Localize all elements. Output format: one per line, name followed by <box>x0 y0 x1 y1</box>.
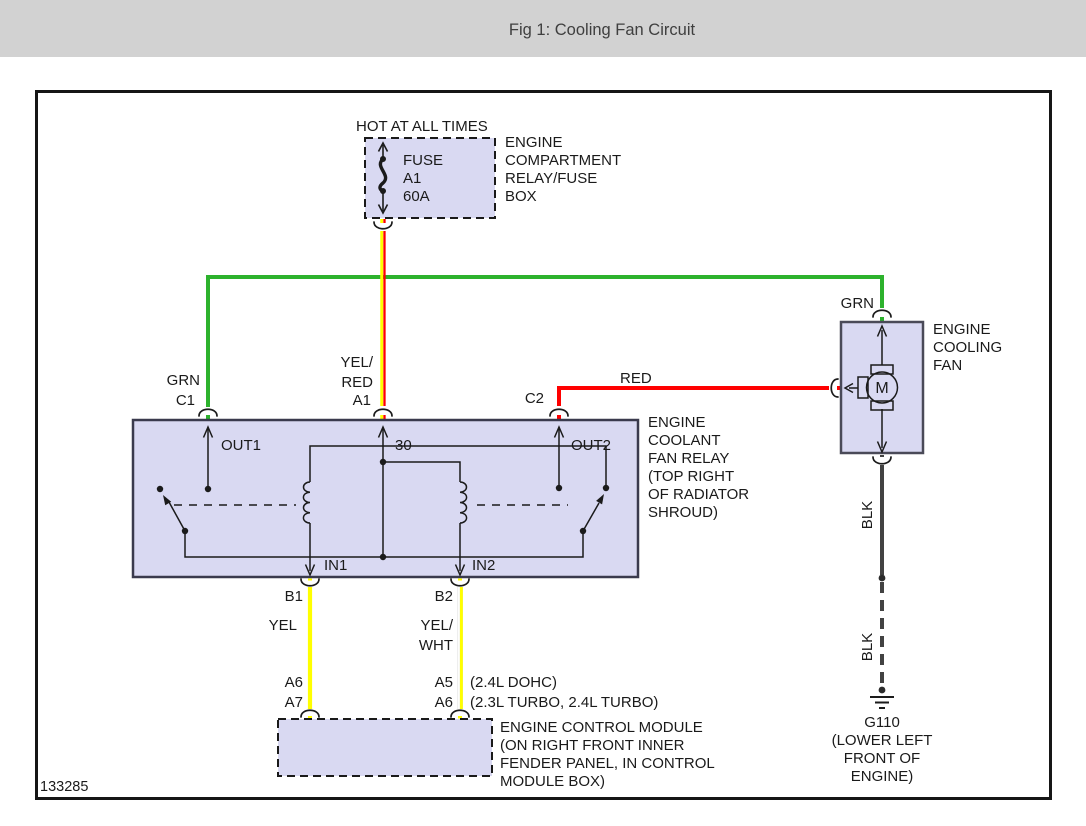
relay-terminal-in2-label: IN2 <box>472 557 495 574</box>
fan-box: M <box>839 320 925 455</box>
relay-switch-right <box>582 502 600 532</box>
relay-terminal-30-label: 30 <box>395 437 412 454</box>
wire-blk <box>870 455 894 709</box>
fan-label-line-0: ENGINE <box>933 321 991 338</box>
connector-b2-icon <box>450 578 470 587</box>
fuse-label-line-0: FUSE <box>403 152 443 169</box>
fuse-node-dot <box>380 156 386 162</box>
ecm-box-rect <box>277 718 493 777</box>
fuse-box: FUSE A1 60A <box>364 137 496 219</box>
fuse-label-line-1: A1 <box>403 170 421 187</box>
ground-label: G110 (LOWER LEFT FRONT OF ENGINE) <box>832 714 933 785</box>
wire-red-label: RED <box>620 370 652 387</box>
wire-blk-lower-label: BLK <box>859 633 876 661</box>
fuse-box-label: ENGINE COMPARTMENT RELAY/FUSE BOX <box>505 134 621 205</box>
fusebox-label-line-3: BOX <box>505 188 537 205</box>
wire-grn-right-label: GRN <box>841 295 874 312</box>
connector-fuse-out-icon <box>373 221 393 230</box>
wire-yelred-label-0: YEL/ <box>340 354 373 371</box>
pin-ecm-right-1: A6 <box>435 694 453 711</box>
relay-label-line-5: SHROUD) <box>648 504 718 521</box>
relay-label-line-2: FAN RELAY <box>648 450 729 467</box>
connector-fan-top-icon <box>872 309 892 318</box>
relay-junction-dots <box>156 458 610 561</box>
pin-ecm-left-1: A7 <box>285 694 303 711</box>
motor-letter: M <box>875 380 888 397</box>
blk-ground-dot <box>878 686 886 694</box>
relay-label-line-1: COOLANT <box>648 432 721 449</box>
relay-label-line-4: OF RADIATOR <box>648 486 749 503</box>
connector-c2-icon <box>549 408 569 417</box>
connector-a1-icon <box>373 408 393 417</box>
wire-yelwht-label-0: YEL/ <box>420 617 453 634</box>
ecm-label: ENGINE CONTROL MODULE (ON RIGHT FRONT IN… <box>500 719 715 790</box>
fusebox-label-line-1: COMPARTMENT <box>505 152 621 169</box>
pin-note-1: (2.3L TURBO, 2.4L TURBO) <box>470 694 658 711</box>
ground-label-line-0: (LOWER LEFT <box>832 732 933 749</box>
pin-c1-label: C1 <box>176 392 195 409</box>
ground-label-line-1: FRONT OF <box>844 750 920 767</box>
connector-ecm-right-icon <box>450 709 470 718</box>
connector-b1-icon <box>300 578 320 587</box>
wire-yelred-label-1: RED <box>341 374 373 391</box>
relay-switch-right-arrow <box>596 494 604 505</box>
pin-ecm-right-0: A5 <box>435 674 453 691</box>
pin-ecm-left-0: A6 <box>285 674 303 691</box>
fuse-label-line-2: 60A <box>403 188 430 205</box>
pin-note-0: (2.4L DOHC) <box>470 674 557 691</box>
wire-yelwht-label-1: WHT <box>419 637 453 654</box>
wire-grn-path <box>206 275 884 407</box>
relay-switch-left-arrow <box>163 495 172 506</box>
wire-yel-label: YEL <box>269 617 297 634</box>
fuse-node-dot <box>380 188 386 194</box>
pin-b1-label: B1 <box>285 588 303 605</box>
wire-grn-left-label: GRN <box>167 372 200 389</box>
connector-fan-motor-icon <box>830 378 839 398</box>
ecm-label-line-2: FENDER PANEL, IN CONTROL <box>500 755 715 772</box>
relay-label-line-3: (TOP RIGHT <box>648 468 734 485</box>
fan-label: ENGINE COOLING FAN <box>933 321 1002 374</box>
fan-label-line-1: COOLING <box>933 339 1002 356</box>
ecm-label-line-3: MODULE BOX) <box>500 773 605 790</box>
blk-splice-dot <box>878 574 886 582</box>
motor-icon <box>843 324 899 454</box>
pin-c2-label: C2 <box>525 390 544 407</box>
fusebox-label-line-0: ENGINE <box>505 134 563 151</box>
wire-yel-wht <box>457 578 463 719</box>
figure-title: Fig 1: Cooling Fan Circuit <box>509 21 696 39</box>
fan-label-line-2: FAN <box>933 357 962 374</box>
relay-label-line-0: ENGINE <box>648 414 706 431</box>
connector-ecm-left-icon <box>300 709 320 718</box>
relay-coil-1 <box>302 481 311 524</box>
wire-yel-red <box>380 219 386 420</box>
figure-number: 133285 <box>40 779 88 795</box>
ecm-box <box>277 718 493 777</box>
relay-terminal-out2-label: OUT2 <box>571 437 611 454</box>
hot-at-all-times-label: HOT AT ALL TIMES <box>356 118 488 135</box>
relay-label: ENGINE COOLANT FAN RELAY (TOP RIGHT OF R… <box>648 414 749 521</box>
fusebox-label-line-2: RELAY/FUSE <box>505 170 597 187</box>
connector-c1-icon <box>198 408 218 417</box>
relay-switch-left <box>168 501 186 532</box>
relay-terminal-in1-label: IN1 <box>324 557 347 574</box>
pin-a1-label: A1 <box>353 392 371 409</box>
pin-b2-label: B2 <box>435 588 453 605</box>
ground-label-line-2: ENGINE) <box>851 768 914 785</box>
connector-fan-bottom-icon <box>872 456 892 465</box>
wire-red-path <box>557 386 829 406</box>
wire-blk-upper-label: BLK <box>859 501 876 529</box>
ground-id: G110 <box>864 714 900 731</box>
relay-coil-2 <box>459 481 468 524</box>
ground-icon <box>870 696 894 709</box>
title-bar <box>0 0 1086 57</box>
ecm-label-line-1: (ON RIGHT FRONT INNER <box>500 737 685 754</box>
relay-terminal-out1-label: OUT1 <box>221 437 261 454</box>
ecm-label-line-0: ENGINE CONTROL MODULE <box>500 719 703 736</box>
relay-box: OUT1 30 OUT2 IN1 IN2 <box>131 418 640 579</box>
